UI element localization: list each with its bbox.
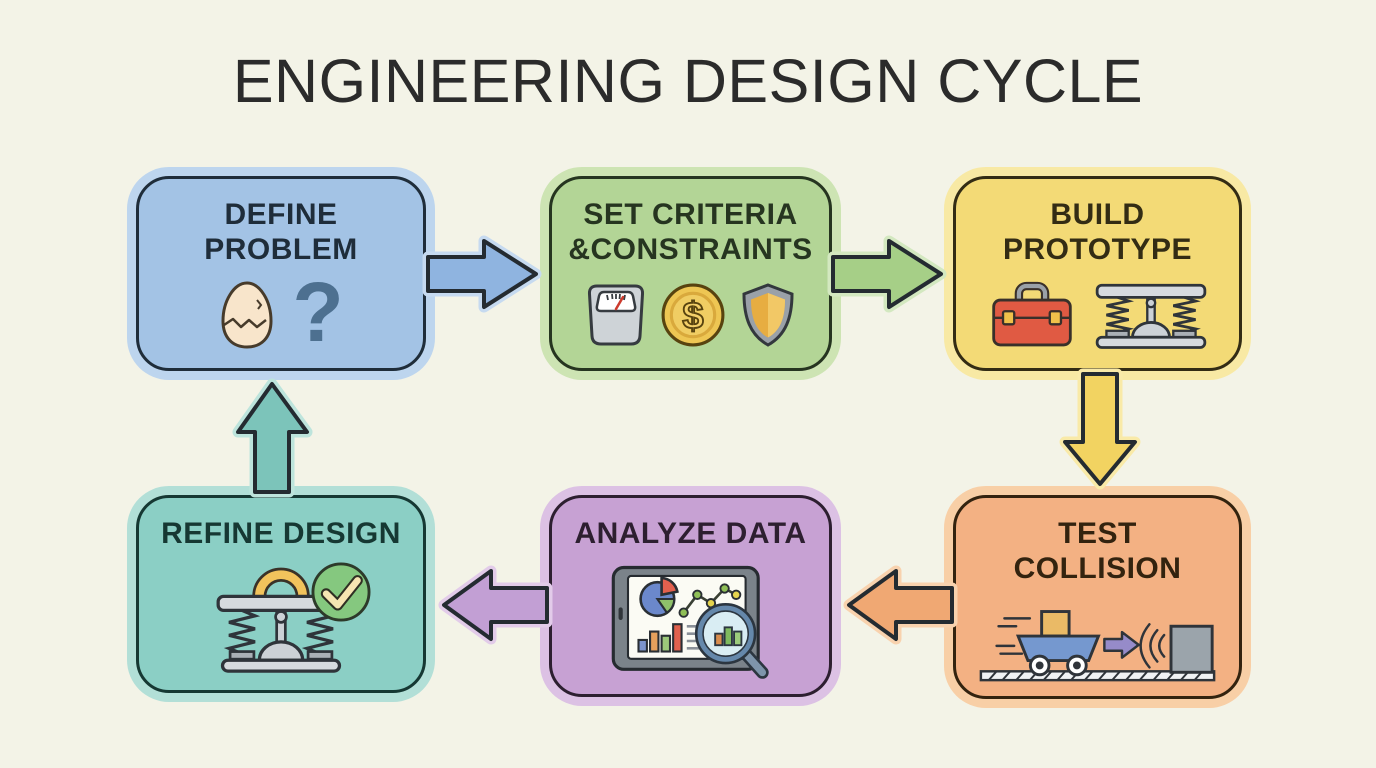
question-mark-icon: ?: [292, 265, 344, 359]
arrow-test-to-analyze: [843, 565, 958, 645]
cart-collision-icon: [979, 610, 1216, 682]
arrow-criteria-to-prototype: [827, 235, 947, 313]
arrow-prototype-to-test: [1059, 368, 1141, 490]
arrow-analyze-to-refine: [438, 565, 553, 645]
step-set-criteria-constraints: SET CRITERIA&CONSTRAINTS $: [540, 167, 841, 380]
scale-icon: [587, 284, 644, 346]
tablet-charts-icon: [611, 565, 769, 679]
page-title: ENGINEERING DESIGN CYCLE: [232, 47, 1144, 115]
shield-icon: [741, 283, 794, 347]
cracked-egg-icon: [221, 281, 273, 349]
svg-text:$: $: [682, 294, 703, 337]
check-circle-icon: [311, 562, 371, 622]
magnifier-icon: [694, 602, 769, 679]
step-analyze-data: ANALYZE DATA: [540, 486, 841, 706]
toolbox-icon: [991, 281, 1072, 347]
spring-platform-icon: [1095, 283, 1206, 349]
arrow-define-to-criteria: [422, 235, 542, 313]
step-set-criteria-label: SET CRITERIA&CONSTRAINTS: [568, 198, 813, 266]
step-refine-design-label: REFINE DESIGN: [161, 517, 401, 550]
arrow-refine-to-define: [232, 378, 313, 498]
spring-mechanism-icon: [216, 567, 346, 673]
step-refine-design: REFINE DESIGN: [127, 486, 435, 702]
step-analyze-data-label: ANALYZE DATA: [574, 517, 807, 550]
dollar-coin-icon: $: [661, 283, 724, 347]
